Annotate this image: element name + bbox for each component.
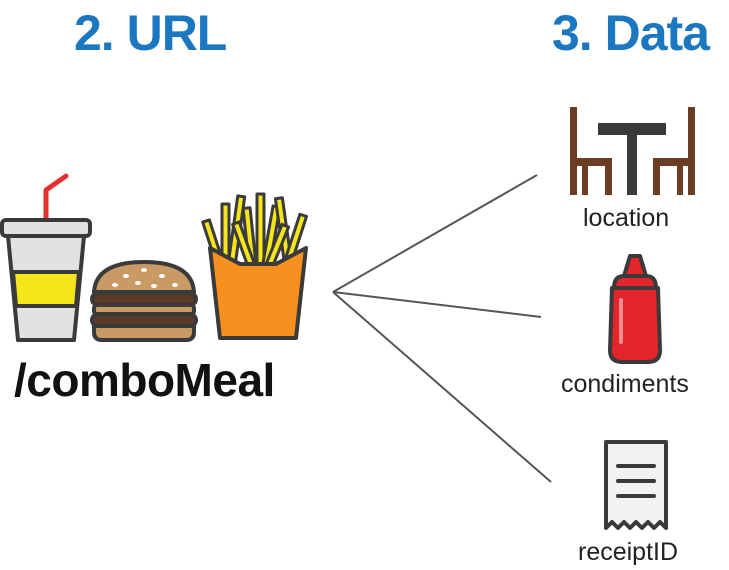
connector-to-condiments	[332, 291, 542, 318]
receipt-icon	[604, 440, 668, 530]
connector-to-receipt	[332, 291, 552, 483]
burger-icon	[90, 260, 198, 342]
data-label-location: location	[583, 204, 670, 232]
data-heading: 3. Data	[552, 5, 710, 61]
ketchup-bottle-icon	[608, 254, 662, 364]
data-label-condiments: condiments	[561, 370, 689, 398]
url-heading: 2. URL	[74, 5, 227, 61]
soda-cup-icon	[0, 173, 92, 342]
url-path-label: /comboMeal	[14, 354, 275, 406]
table-chairs-icon	[570, 107, 695, 195]
data-label-receipt-id: receiptID	[578, 538, 679, 566]
fries-icon	[201, 192, 309, 340]
connector-to-location	[332, 174, 538, 293]
connector-lines	[332, 174, 552, 483]
